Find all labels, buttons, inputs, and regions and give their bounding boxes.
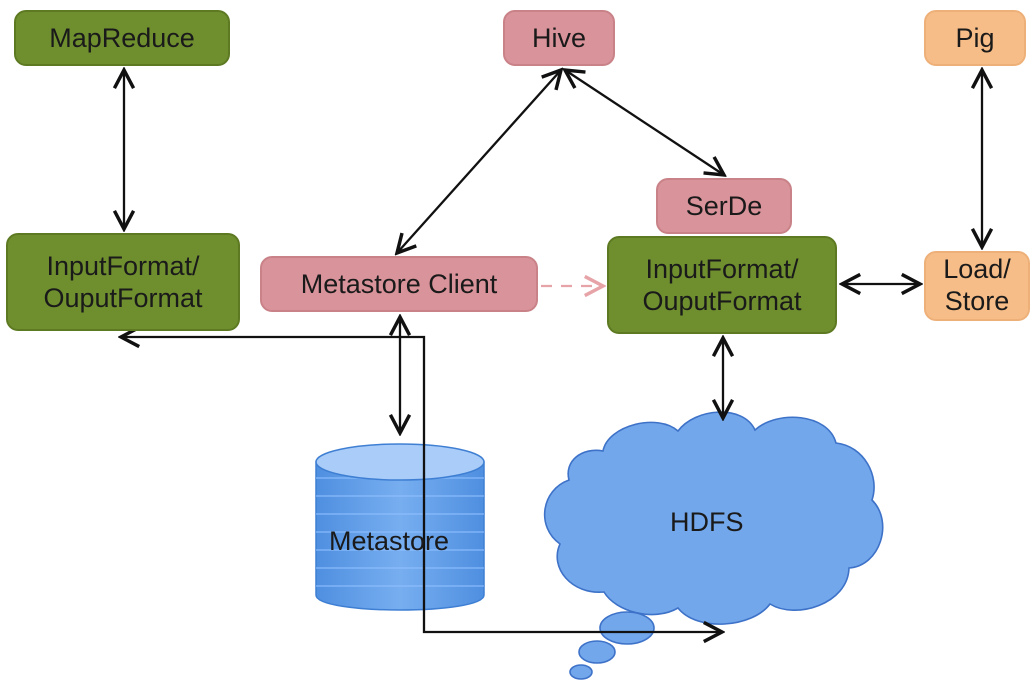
metastore-client-label: Metastore Client (300, 268, 498, 299)
metastore-label: Metastore (329, 526, 450, 556)
hive-label: Hive (531, 22, 586, 53)
hdfs-cloud (543, 411, 884, 680)
left-inputformat-label: InputFormat/ OuputFormat (43, 250, 203, 313)
serde-label: SerDe (685, 190, 763, 221)
right-inputformat-label: InputFormat/ OuputFormat (642, 253, 802, 316)
right-inputformat-node: InputFormat/ OuputFormat (607, 236, 837, 334)
hive-node: Hive (503, 10, 615, 66)
pig-node: Pig (924, 10, 1026, 66)
hive-serde-arrow (565, 70, 724, 175)
left-inputformat-hdfs-arrow (121, 337, 722, 632)
pig-label: Pig (955, 22, 995, 53)
serde-node: SerDe (656, 178, 792, 234)
metastore-client-node: Metastore Client (260, 256, 538, 312)
load-store-node: Load/ Store (924, 251, 1030, 321)
mapreduce-label: MapReduce (49, 22, 195, 53)
load-store-label: Load/ Store (943, 254, 1011, 316)
hdfs-label: HDFS (670, 507, 744, 537)
hive-metastore-client-arrow (397, 70, 561, 253)
left-inputformat-node: InputFormat/ OuputFormat (6, 233, 240, 331)
mapreduce-node: MapReduce (14, 10, 230, 66)
